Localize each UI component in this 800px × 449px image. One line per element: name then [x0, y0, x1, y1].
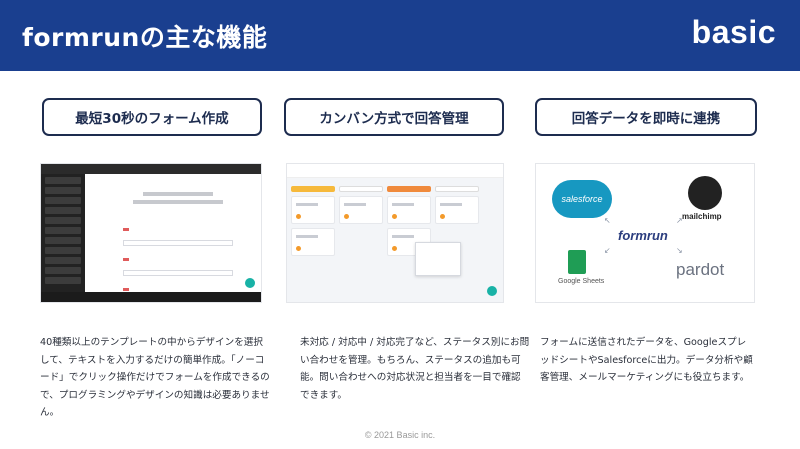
google-sheets-icon: [568, 250, 586, 274]
feature-description-form-creation: 40種類以上のテンプレートの中からデザインを選択して、テキストを入力するだけの簡…: [40, 337, 270, 418]
kanban-column: [435, 186, 479, 296]
formrun-logo: formrun: [618, 228, 668, 243]
feature-label-form-creation: 最短30秒のフォーム作成: [42, 98, 262, 136]
editor-canvas: [85, 174, 261, 302]
feature-description-integration: フォームに送信されたデータを、GoogleスプレッドシートやSalesforce…: [540, 337, 753, 383]
kanban-column: [291, 186, 335, 296]
chat-icon: [245, 278, 255, 288]
kanban-board-screenshot: [286, 163, 504, 303]
copyright: © 2021 Basic inc.: [364, 430, 436, 440]
page-title: formrunの主な機能: [22, 23, 268, 52]
form-preview: [123, 188, 233, 302]
arrow-icon: ↗: [676, 216, 683, 225]
pardot-logo: pardot: [676, 260, 725, 279]
kanban-column: [387, 186, 431, 296]
kanban-drag-card: [415, 242, 461, 276]
editor-bottom-bar: [41, 292, 261, 302]
feature-label-integration: 回答データを即時に連携: [535, 98, 757, 136]
form-editor-screenshot: [40, 163, 262, 303]
google-sheets-label: Google Sheets: [558, 278, 605, 285]
mailchimp-logo-icon: [688, 176, 722, 210]
editor-top-bar: [41, 164, 261, 174]
arrow-icon: ↙: [604, 246, 611, 255]
integration-diagram: salesforce mailchimp formrun Google Shee…: [535, 163, 755, 303]
chat-icon: [487, 286, 497, 296]
kanban-column: [339, 186, 383, 296]
feature-description-kanban: 未対応 / 対応中 / 対応完了など、ステータス別にお問い合わせを管理。もちろん…: [300, 337, 530, 401]
editor-sidebar: [41, 174, 85, 302]
brand-logo: basic: [691, 14, 776, 50]
arrow-icon: ↘: [676, 246, 683, 255]
kanban-top-bar: [287, 164, 503, 178]
arrow-icon: ↖: [604, 216, 611, 225]
mailchimp-logo-text: mailchimp: [682, 212, 722, 221]
feature-label-kanban: カンバン方式で回答管理: [284, 98, 504, 136]
salesforce-logo: salesforce: [552, 180, 612, 218]
header-bar: formrunの主な機能 basic: [0, 0, 800, 71]
